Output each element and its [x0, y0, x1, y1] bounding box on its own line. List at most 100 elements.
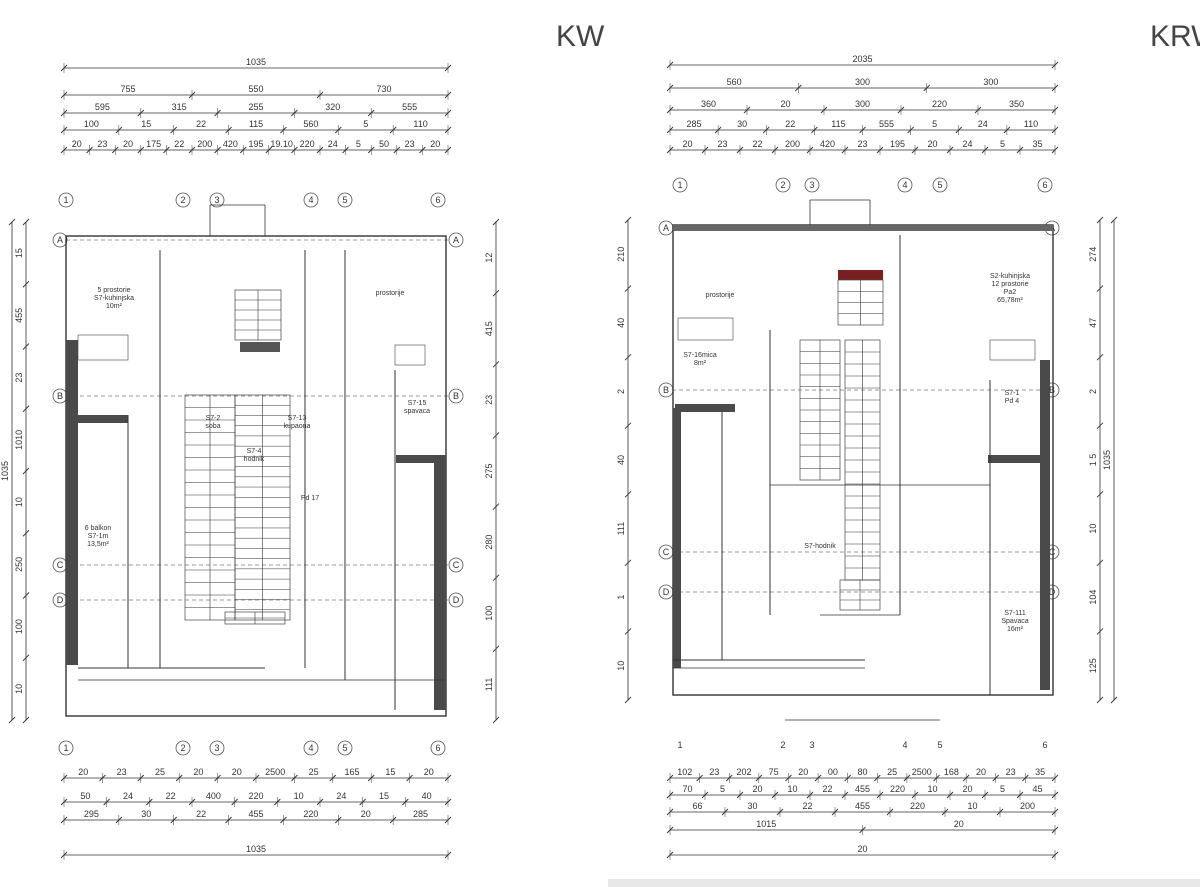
- axis-label: 2: [780, 180, 785, 190]
- dimension-label: 20: [430, 139, 440, 149]
- wall-segment: [838, 270, 883, 280]
- dimension-label: 285: [413, 809, 428, 819]
- dimension-label: 550: [248, 84, 263, 94]
- axis-label: D: [663, 587, 670, 597]
- dimension-label: 300: [855, 99, 870, 109]
- axis-label-bottom: 2: [780, 740, 785, 750]
- room-label: Pd 17: [301, 495, 319, 502]
- dim-tick: [8, 716, 16, 724]
- dimension-label: 45: [1032, 784, 1042, 794]
- dimension-label: 100: [14, 619, 24, 634]
- dimension-label: 47: [1088, 318, 1098, 328]
- axis-label: B: [57, 391, 63, 401]
- axis-marker-bottom: [337, 740, 353, 756]
- room-label: 5 prostorie: [97, 287, 130, 294]
- wall-segment: [396, 455, 446, 463]
- room-label: 13,5m²: [87, 541, 109, 548]
- dimension-label: 12: [484, 253, 494, 263]
- dimension-label: 210: [616, 247, 626, 262]
- dimension-label: 295: [84, 809, 99, 819]
- dimension-label: 250: [14, 557, 24, 572]
- dimension-label: 202: [737, 767, 752, 777]
- room-label: Pd 4: [1005, 398, 1020, 405]
- dimension-label: 5: [932, 119, 937, 129]
- dim-tick: [22, 280, 30, 288]
- dimension-label: 1035: [0, 461, 10, 481]
- dimension-label: 755: [120, 84, 135, 94]
- dimension-label: 400: [206, 791, 221, 801]
- dimension-label: 5: [1000, 784, 1005, 794]
- dimension-label: 5: [363, 119, 368, 129]
- wall-segment: [240, 342, 280, 352]
- dimension-label: 555: [879, 119, 894, 129]
- dimension-label: 66: [692, 801, 702, 811]
- axis-label: 6: [1042, 180, 1047, 190]
- dimension-label: 23: [717, 139, 727, 149]
- dim-tick: [1096, 628, 1104, 635]
- dimension-label: 22: [802, 801, 812, 811]
- room-label: S7-15: [408, 400, 427, 407]
- wall-segment: [66, 340, 78, 665]
- dimension-label: 165: [344, 767, 359, 777]
- room-label: S7-4: [247, 448, 262, 455]
- axis-label: A: [57, 235, 63, 245]
- dimension-label: 23: [1006, 767, 1016, 777]
- dimension-label: 1035: [246, 844, 266, 854]
- dim-tick: [22, 405, 30, 413]
- dimension-label: 20: [927, 139, 937, 149]
- room-label: S7-kuhinjska: [94, 295, 134, 302]
- axis-marker-top: [1037, 177, 1053, 193]
- axis-label: B: [663, 385, 669, 395]
- dimension-label: 00: [828, 767, 838, 777]
- room-label: prostorije: [706, 292, 735, 299]
- dimension-label: 1035: [1102, 450, 1112, 470]
- dimension-label: 40: [422, 791, 432, 801]
- dimension-label: 20: [72, 139, 82, 149]
- dimension-label: 455: [248, 809, 263, 819]
- dimension-label: 20: [976, 767, 986, 777]
- wall-segment: [434, 460, 446, 710]
- dimension-label: 125: [1088, 658, 1098, 673]
- dimension-label: 1: [616, 595, 626, 600]
- axis-marker-top: [430, 192, 446, 208]
- axis-label: A: [663, 223, 669, 233]
- dimension-label: 420: [820, 139, 835, 149]
- axis-label: C: [453, 560, 460, 570]
- dimension-label: 22: [196, 809, 206, 819]
- axis-label: 4: [308, 743, 313, 753]
- room-label: prostorije: [376, 290, 405, 297]
- fixture: [989, 339, 1036, 361]
- dimension-label: 5: [720, 784, 725, 794]
- dimension-label: 274: [1088, 247, 1098, 262]
- dim-tick: [1096, 353, 1104, 361]
- dimension-label: 70: [682, 784, 692, 794]
- room-label: Spavaca: [1001, 618, 1028, 625]
- axis-label-bottom: 4: [902, 740, 907, 750]
- dim-tick: [492, 645, 500, 653]
- axis-label-bottom: 6: [1042, 740, 1047, 750]
- dimension-label: 20: [232, 767, 242, 777]
- dimension-label: 30: [737, 119, 747, 129]
- axis-marker-bottom: [209, 740, 225, 756]
- dim-tick: [22, 467, 30, 475]
- dimension-label: 1 5: [1088, 454, 1098, 467]
- dimension-label: 175: [146, 139, 161, 149]
- dimension-label: 22: [822, 784, 832, 794]
- room-label: 65,78m²: [997, 297, 1023, 304]
- axis-marker-top: [804, 177, 820, 193]
- axis-label: 4: [902, 180, 907, 190]
- dim-tick: [492, 432, 500, 439]
- axis-label: D: [57, 595, 64, 605]
- dimension-label: 50: [379, 139, 389, 149]
- dimension-label: 595: [95, 102, 110, 112]
- dimension-label: 24: [328, 139, 338, 149]
- dimension-label: 50: [80, 791, 90, 801]
- dim-tick: [1110, 216, 1118, 224]
- dimension-label: 40: [616, 318, 626, 328]
- dimension-label: 20: [193, 767, 203, 777]
- dimension-label: 560: [727, 77, 742, 87]
- dimension-label: 115: [831, 119, 845, 129]
- axis-label: C: [57, 560, 64, 570]
- dimension-label: 15: [385, 767, 395, 777]
